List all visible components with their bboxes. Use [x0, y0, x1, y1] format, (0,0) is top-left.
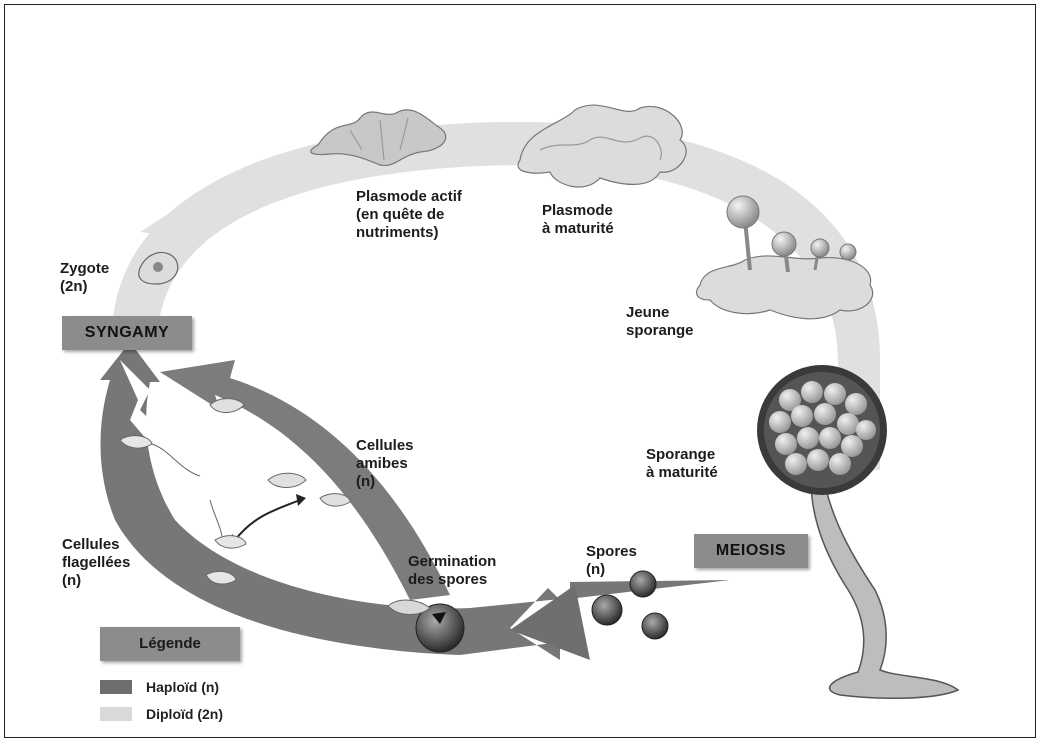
meiosis-label: MEIOSIS: [694, 534, 808, 568]
young-sporangium-label: Jeune sporange: [626, 304, 694, 340]
conversion-arrow: [235, 500, 300, 540]
germination-label: Germination des spores: [408, 553, 496, 589]
diploid-arrowhead: [140, 196, 200, 240]
diploid-swatch: [100, 707, 132, 721]
syngamy-label: SYNGAMY: [62, 316, 192, 350]
spores-label: Spores (n): [586, 543, 637, 579]
zygote-label: Zygote (2n): [60, 260, 109, 296]
amoeba-cells-label: Cellules amibes (n): [356, 437, 414, 491]
legend-title: Légende: [100, 627, 240, 661]
active-plasmodium-label: Plasmode actif (en quête de nutriments): [356, 188, 462, 242]
mature-plasmodium-label: Plasmode à maturité: [542, 202, 614, 238]
haploid-swatch: [100, 680, 132, 694]
diploid-legend-label: Diploïd (2n): [146, 706, 223, 722]
mature-sporangium-icon: [757, 365, 958, 698]
haploid-legend-label: Haploïd (n): [146, 679, 219, 695]
mature-sporangium-label: Sporange à maturité: [646, 446, 718, 482]
flagellated-cells-label: Cellules flagellées (n): [62, 536, 130, 590]
